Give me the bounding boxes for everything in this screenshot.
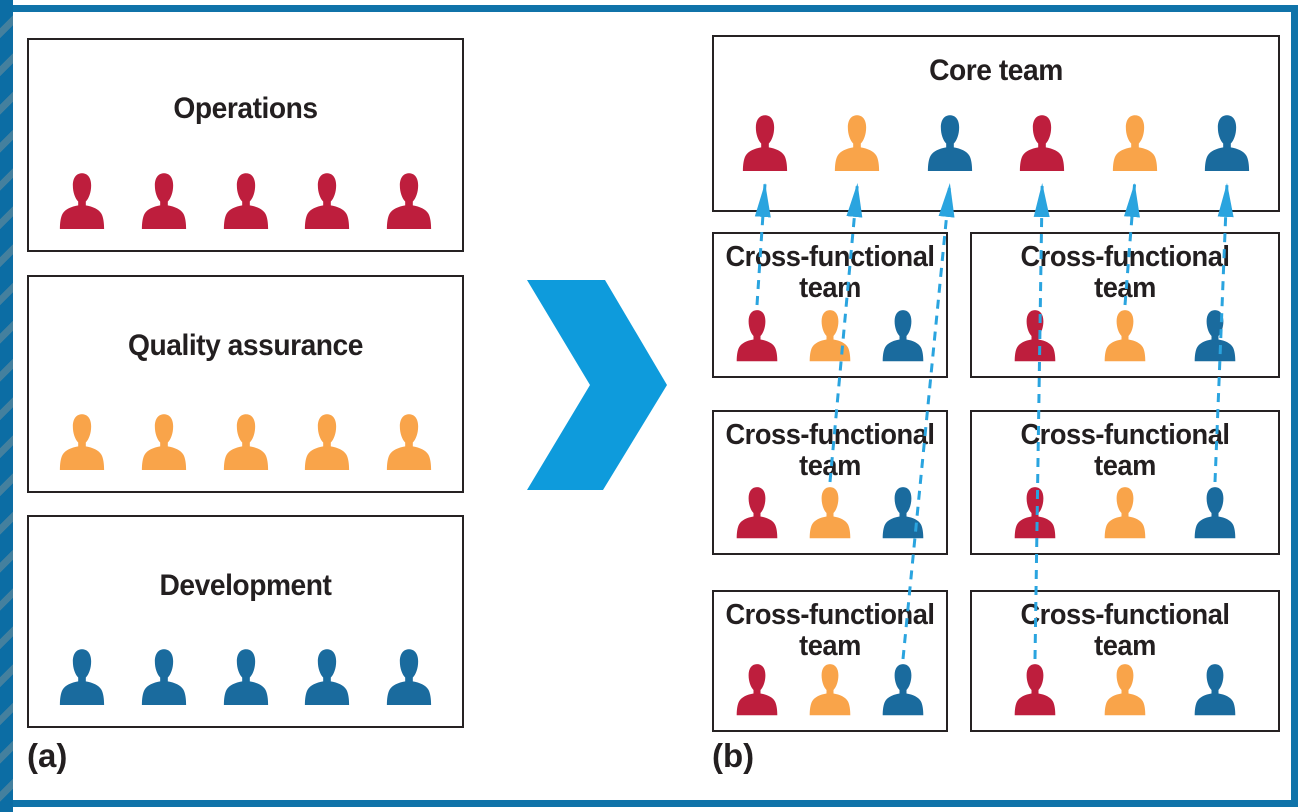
- person-icon-orange: [141, 414, 186, 470]
- people-row: [972, 308, 1278, 364]
- person-icon-blue: [1194, 664, 1236, 716]
- person-icon-red: [305, 173, 350, 229]
- person-icon-red: [736, 310, 778, 362]
- person-icon-blue: [882, 664, 924, 716]
- cross-functional-box-1: Cross-functional team: [712, 232, 948, 378]
- box-title: Operations: [173, 92, 318, 125]
- box-title: Cross-functional team: [725, 599, 935, 663]
- page-binding-edge: [0, 0, 13, 812]
- person-icon-blue: [882, 487, 924, 539]
- frame-border-bottom: [13, 800, 1298, 807]
- person-icon-orange: [809, 664, 851, 716]
- box-title: Cross-functional team: [1020, 599, 1230, 663]
- core-team-box: Core team: [712, 35, 1280, 212]
- person-icon-orange: [1112, 115, 1157, 171]
- chevron-right-icon: [527, 280, 667, 490]
- box-title: Cross-functional team: [1020, 241, 1230, 305]
- person-icon-blue: [141, 649, 186, 705]
- person-icon-red: [742, 115, 788, 171]
- functional-box-quality-assurance: Quality assurance: [27, 275, 464, 493]
- person-icon-orange: [809, 310, 851, 362]
- box-title: Cross-functional team: [1020, 419, 1230, 483]
- box-title: Quality assurance: [128, 329, 363, 362]
- person-icon-orange: [223, 414, 268, 470]
- person-icon-red: [1014, 310, 1056, 362]
- box-title: Cross-functional team: [725, 241, 935, 305]
- box-title: Development: [159, 569, 332, 602]
- functional-box-operations: Operations: [27, 38, 464, 252]
- people-row: [29, 647, 462, 708]
- cross-functional-box-4: Cross-functional team: [970, 410, 1280, 555]
- person-icon-red: [223, 173, 268, 229]
- people-row: [972, 485, 1278, 541]
- panel-label-a: (a): [27, 737, 68, 774]
- cross-functional-box-5: Cross-functional team: [712, 590, 948, 732]
- person-icon-red: [59, 173, 105, 229]
- box-title: Cross-functional team: [725, 419, 935, 483]
- person-icon-red: [736, 664, 778, 716]
- people-row: [29, 171, 462, 232]
- people-row: [714, 485, 946, 541]
- people-row: [714, 662, 946, 718]
- cross-functional-box-2: Cross-functional team: [970, 232, 1280, 378]
- person-icon-blue: [386, 649, 432, 705]
- panel-label-b: (b): [712, 737, 755, 774]
- person-icon-orange: [1104, 310, 1146, 362]
- functional-box-development: Development: [27, 515, 464, 728]
- person-icon-orange: [59, 414, 105, 470]
- person-icon-blue: [882, 310, 924, 362]
- person-icon-blue: [59, 649, 105, 705]
- person-icon-red: [1014, 664, 1056, 716]
- people-row: [972, 662, 1278, 718]
- person-icon-orange: [835, 115, 880, 171]
- box-title: Core team: [929, 54, 1063, 87]
- person-icon-blue: [927, 115, 972, 171]
- person-icon-blue: [1194, 310, 1236, 362]
- people-row: [714, 113, 1278, 174]
- person-icon-red: [1020, 115, 1065, 171]
- people-row: [29, 412, 462, 473]
- person-icon-blue: [1194, 487, 1236, 539]
- frame-border-right: [1291, 5, 1298, 807]
- person-icon-blue: [223, 649, 268, 705]
- person-icon-orange: [386, 414, 432, 470]
- person-icon-red: [386, 173, 432, 229]
- person-icon-blue: [305, 649, 350, 705]
- people-row: [714, 308, 946, 364]
- person-icon-red: [1014, 487, 1056, 539]
- cross-functional-box-3: Cross-functional team: [712, 410, 948, 555]
- frame-border-top: [13, 5, 1298, 12]
- cross-functional-box-6: Cross-functional team: [970, 590, 1280, 732]
- person-icon-orange: [1104, 487, 1146, 539]
- person-icon-orange: [809, 487, 851, 539]
- person-icon-orange: [305, 414, 350, 470]
- person-icon-orange: [1104, 664, 1146, 716]
- person-icon-red: [141, 173, 186, 229]
- person-icon-red: [736, 487, 778, 539]
- person-icon-blue: [1204, 115, 1250, 171]
